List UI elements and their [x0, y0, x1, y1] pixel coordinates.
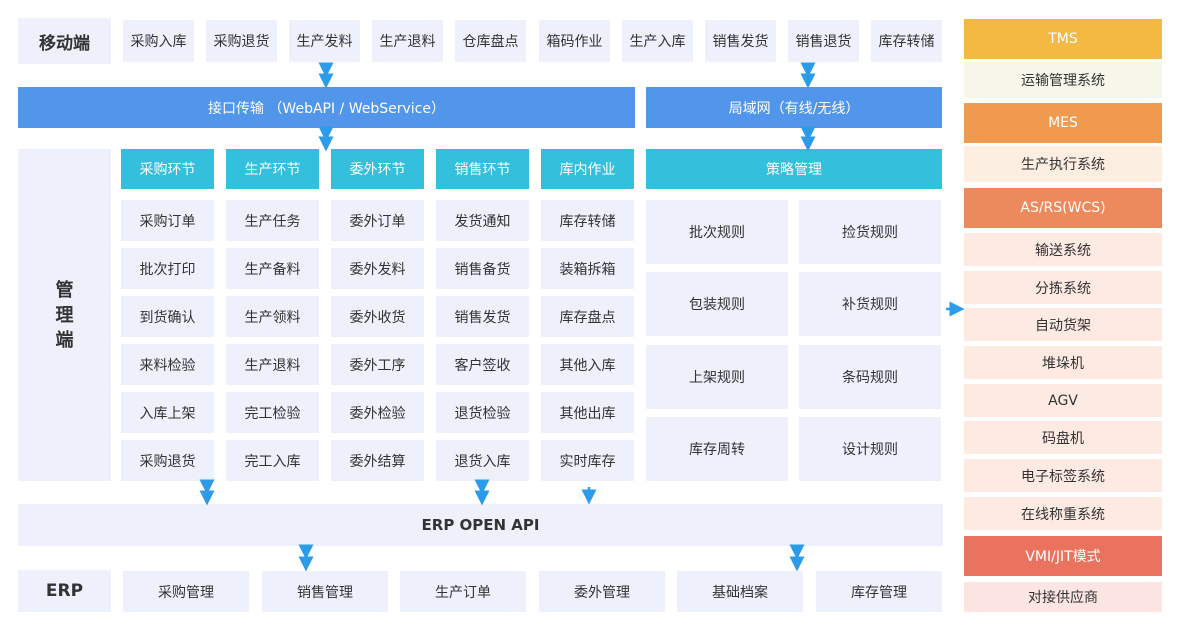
management-item: 退货入库: [436, 440, 529, 481]
integration-system-item: 运输管理系统: [964, 62, 1162, 98]
strategy-rule: 库存周转: [646, 417, 788, 481]
management-item: 其他出库: [541, 392, 634, 433]
strategy-rule: 批次规则: [646, 200, 788, 264]
management-item: 完工入库: [226, 440, 319, 481]
strategy-rule: 补货规则: [799, 272, 941, 336]
management-item: 委外工序: [331, 344, 424, 385]
integration-system-item: AS/RS(WCS): [964, 188, 1162, 228]
erp-module: 委外管理: [539, 571, 665, 612]
management-item: 客户签收: [436, 344, 529, 385]
mobile-item: 销售发货: [705, 20, 776, 62]
interface-bar: 接口传输 （WebAPI / WebService）: [18, 87, 635, 128]
integration-system-item: 输送系统: [964, 233, 1162, 266]
management-item: 生产备料: [226, 248, 319, 289]
management-item: 装箱拆箱: [541, 248, 634, 289]
integration-system-item: 生产执行系统: [964, 146, 1162, 182]
management-item: 委外检验: [331, 392, 424, 433]
management-item: 库存转储: [541, 200, 634, 241]
management-item: 采购退货: [121, 440, 214, 481]
integration-system-item: 分拣系统: [964, 271, 1162, 304]
management-item: 委外结算: [331, 440, 424, 481]
strategy-rule: 捡货规则: [799, 200, 941, 264]
management-item: 采购订单: [121, 200, 214, 241]
management-item: 销售备货: [436, 248, 529, 289]
strategy-header: 策略管理: [646, 149, 942, 189]
integration-system-item: VMI/JIT模式: [964, 536, 1162, 576]
erp-module: 库存管理: [816, 571, 942, 612]
management-column-header: 生产环节: [226, 149, 319, 189]
management-label-char: 管: [55, 279, 74, 301]
management-item: 发货通知: [436, 200, 529, 241]
erp-module: 采购管理: [123, 571, 249, 612]
management-column-header: 采购环节: [121, 149, 214, 189]
mobile-item: 生产退料: [372, 20, 443, 62]
integration-system-item: 自动货架: [964, 308, 1162, 341]
integration-system-item: 码盘机: [964, 421, 1162, 454]
mobile-item: 仓库盘点: [455, 20, 526, 62]
strategy-rule: 条码规则: [799, 345, 941, 409]
integration-system-item: 对接供应商: [964, 582, 1162, 612]
lan-bar: 局域网（有线/无线）: [646, 87, 942, 128]
management-item: 生产退料: [226, 344, 319, 385]
management-column-header: 委外环节: [331, 149, 424, 189]
erp-module: 生产订单: [400, 571, 526, 612]
erp-label: ERP: [18, 570, 111, 612]
management-item: 委外订单: [331, 200, 424, 241]
mobile-item: 销售退货: [788, 20, 859, 62]
management-column-header: 库内作业: [541, 149, 634, 189]
mobile-item: 采购入库: [123, 20, 194, 62]
integration-system-item: MES: [964, 103, 1162, 143]
management-item: 到货确认: [121, 296, 214, 337]
management-item: 退货检验: [436, 392, 529, 433]
integration-system-item: AGV: [964, 384, 1162, 417]
erp-open-api-bar: ERP OPEN API: [18, 504, 943, 546]
mobile-item: 生产入库: [622, 20, 693, 62]
management-item: 其他入库: [541, 344, 634, 385]
management-label: 管 理 端: [18, 149, 111, 481]
management-item: 完工检验: [226, 392, 319, 433]
management-item: 生产任务: [226, 200, 319, 241]
erp-module: 基础档案: [677, 571, 803, 612]
management-label-char: 理: [55, 304, 74, 326]
erp-module: 销售管理: [262, 571, 388, 612]
mobile-item: 采购退货: [206, 20, 277, 62]
management-item: 来料检验: [121, 344, 214, 385]
management-item: 委外发料: [331, 248, 424, 289]
management-item: 实时库存: [541, 440, 634, 481]
management-label-char: 端: [55, 329, 74, 351]
management-item: 生产领料: [226, 296, 319, 337]
integration-system-item: 堆垛机: [964, 346, 1162, 379]
management-item: 销售发货: [436, 296, 529, 337]
management-column-header: 销售环节: [436, 149, 529, 189]
management-item: 批次打印: [121, 248, 214, 289]
management-item: 委外收货: [331, 296, 424, 337]
strategy-rule: 包装规则: [646, 272, 788, 336]
integration-system-item: TMS: [964, 19, 1162, 59]
mobile-item: 箱码作业: [539, 20, 610, 62]
strategy-rule: 设计规则: [799, 417, 941, 481]
strategy-rule: 上架规则: [646, 345, 788, 409]
mobile-item: 库存转储: [871, 20, 942, 62]
management-item: 入库上架: [121, 392, 214, 433]
management-item: 库存盘点: [541, 296, 634, 337]
mobile-item: 生产发料: [289, 20, 360, 62]
integration-system-item: 电子标签系统: [964, 459, 1162, 492]
integration-system-item: 在线称重系统: [964, 497, 1162, 530]
mobile-label: 移动端: [18, 18, 111, 64]
